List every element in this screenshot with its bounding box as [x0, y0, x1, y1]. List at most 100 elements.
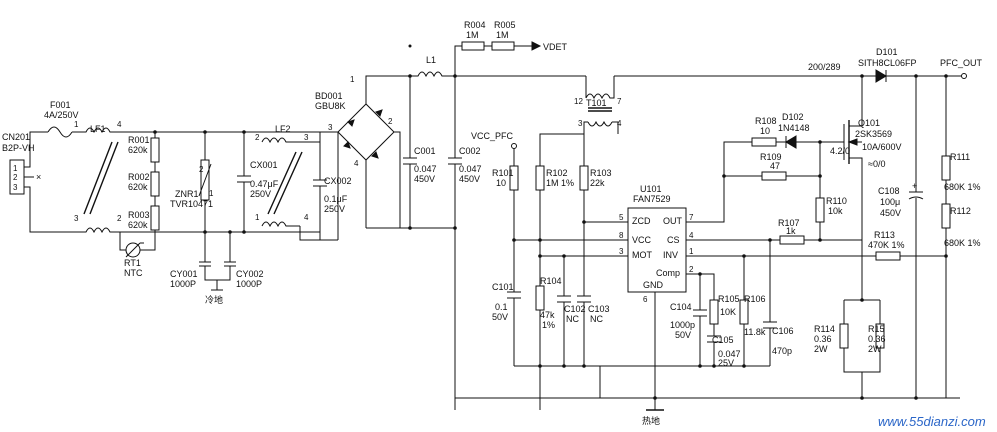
cn201-pin2: 2: [13, 173, 18, 182]
thermistor-rt1: RT1 NTC: [119, 232, 156, 278]
q101-ref: Q101: [858, 118, 880, 128]
c001-ref: C001: [414, 146, 436, 156]
gate-drive: R108 10 D102 1N4148 R109 47 R110 10k R10…: [724, 112, 862, 245]
cn201-pin1: 1: [13, 164, 18, 173]
r15-power: 2W: [868, 344, 882, 354]
c001-voltage: 450V: [414, 174, 435, 184]
diode-d101: D101 SITH8CL06FP: [858, 47, 917, 83]
svg-text:5: 5: [619, 213, 624, 222]
inductor-l1: L1: [408, 44, 455, 78]
resistor-r104: R104 47k 1%: [535, 256, 562, 366]
svg-text:4: 4: [117, 120, 122, 129]
r108-ref: R108: [755, 116, 777, 126]
y-capacitors: CY001 1000P CY002 1000P 冷地: [170, 232, 264, 305]
r106-ref: R106: [744, 294, 766, 304]
vdet-divider: R004 1M R005 1M VDET: [454, 20, 568, 76]
r15-ref: R15: [868, 324, 885, 334]
cx002-value: 0.1μF: [324, 194, 348, 204]
bleeder-resistors: R001 620k R002 620k R003 620k: [128, 132, 160, 240]
cx002-voltage: 250V: [324, 204, 345, 214]
znr1-ref: ZNR1: [175, 189, 199, 199]
c108-ref: C108: [878, 186, 900, 196]
r105-c105-network: R105 10K C105 0.047 25V: [707, 292, 741, 368]
r105-ref: R105: [718, 294, 740, 304]
lf1-ref: LF1: [90, 124, 106, 134]
svg-text:2: 2: [117, 214, 122, 223]
r005-ref: R005: [494, 20, 516, 30]
f001-ref: F001: [50, 100, 71, 110]
r002-value: 620k: [128, 182, 148, 192]
c001-value: 0.047: [414, 164, 437, 174]
capacitor-c001: C001 0.047 450V: [403, 76, 437, 228]
r112-value: 680K 1%: [944, 238, 981, 248]
bridge-rectifier-bd001: BD001 GBU8K 3 1 2 4: [315, 75, 410, 240]
cn201-ref: CN201: [2, 132, 30, 142]
vcc-pfc-label: VCC_PFC: [471, 131, 514, 141]
r108-value: 10: [760, 126, 770, 136]
svg-text:3: 3: [619, 247, 624, 256]
c108-voltage: 450V: [880, 208, 901, 218]
pin-mot-label: MOT: [632, 250, 652, 260]
capacitor-c101: C101 0.1 50V: [492, 240, 521, 366]
c101-value: 0.1: [495, 302, 508, 312]
r110-value: 10k: [828, 206, 843, 216]
capacitor-cx002: CX002 0.1μF 250V: [313, 132, 352, 240]
c108-value: 100μ: [880, 197, 900, 207]
c108-plus: +: [912, 181, 917, 191]
resistor-r106: R106 11.8k: [739, 256, 766, 366]
r004-value: 1M: [466, 30, 479, 40]
rt1-type: NTC: [124, 268, 143, 278]
znr1-part: TVR10471: [170, 199, 213, 209]
capacitor-c104: C104 1000p 50V: [670, 274, 707, 366]
svg-text:7: 7: [689, 213, 694, 222]
svg-text:1: 1: [74, 120, 79, 129]
c002-ref: C002: [459, 146, 481, 156]
r101-ref: R101: [492, 168, 514, 178]
cy002-value: 1000P: [236, 279, 262, 289]
u101-body: [627, 207, 687, 293]
r003-value: 620k: [128, 220, 148, 230]
cx001-value: 0.47μF: [250, 179, 279, 189]
bd001-part: GBU8K: [315, 101, 346, 111]
f001-value: 4A/250V: [44, 110, 79, 120]
cn201-pin3: 3: [13, 183, 18, 192]
svg-text:1: 1: [350, 75, 355, 84]
svg-text:6: 6: [643, 295, 648, 304]
d102-part: 1N4148: [778, 123, 810, 133]
r110-ref: R110: [826, 196, 847, 206]
r104-ref: R104: [540, 276, 562, 286]
r109-ref: R109: [760, 152, 782, 162]
r001-value: 620k: [128, 145, 148, 155]
c102-ref: C102: [564, 304, 586, 314]
t101-ref: T101: [586, 98, 607, 108]
r104-tol: 1%: [542, 320, 555, 330]
r001-ref: R001: [128, 135, 150, 145]
r106-value: 11.8k: [744, 327, 766, 337]
cold-ground-label: 冷地: [205, 294, 223, 305]
c101-ref: C101: [492, 282, 514, 292]
pfc-out-label: PFC_OUT: [940, 58, 983, 68]
c101-voltage: 50V: [492, 312, 508, 322]
sense-resistors: R114 0.36 2W R15 0.36 2W: [814, 299, 886, 398]
svg-text:7: 7: [617, 97, 622, 106]
vdet-net-label: VDET: [543, 42, 568, 52]
c105-voltage: 25V: [718, 358, 734, 368]
c106-value: 470p: [772, 346, 792, 356]
cx001-voltage: 250V: [250, 189, 271, 199]
r108-body: [751, 137, 777, 147]
c103-value: NC: [590, 314, 603, 324]
r107-body: [779, 235, 805, 245]
r113-ref: R113: [874, 230, 895, 240]
bd001-ref: BD001: [315, 91, 343, 101]
svg-text:4: 4: [689, 231, 694, 240]
svg-text:3: 3: [74, 214, 79, 223]
c105-ref: C105: [712, 335, 734, 345]
transformer-t101: T101 12 7 3 4: [539, 76, 622, 410]
c103-ref: C103: [588, 304, 610, 314]
pfc-out-terminal: [961, 73, 967, 79]
resistor-r113: R113 470K 1%: [868, 230, 946, 261]
varistor-znr1: 2 1 ZNR1 TVR10471: [170, 132, 214, 232]
r109-value: 47: [770, 161, 780, 171]
cn201-part: B2P-VH: [2, 143, 35, 153]
c105-value: 0.047: [718, 349, 741, 359]
